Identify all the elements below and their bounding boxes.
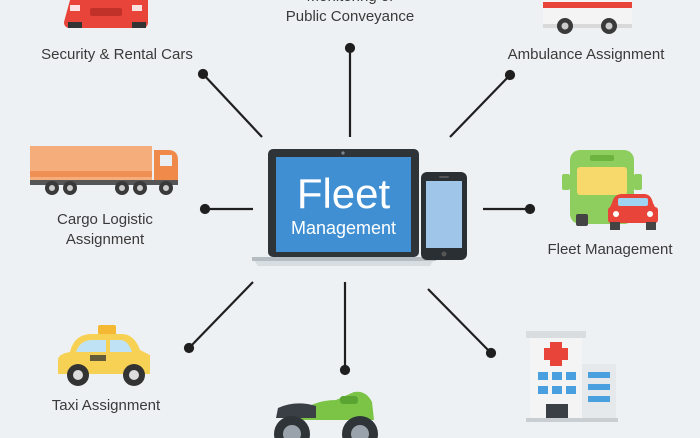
label-security-rental-cars: Security & Rental Cars: [41, 46, 193, 63]
connector-dot-top-left: [197, 68, 209, 80]
connector-top-right: [449, 74, 511, 138]
connectors: [183, 42, 536, 376]
connector-dot-bottom-left: [183, 342, 195, 354]
smartphone-icon: [421, 172, 467, 260]
taxi-icon: [58, 325, 150, 386]
label-fleet-management: Fleet Management: [547, 241, 673, 258]
connector-dot-bottom: [339, 364, 351, 376]
connector-bottom-right: [427, 288, 492, 354]
center-title-line1: Fleet: [297, 170, 391, 217]
motorcycle-icon: [274, 391, 378, 438]
center-title-line2: Management: [291, 218, 396, 238]
cargo-truck-icon: [30, 146, 178, 195]
connector-dot-bottom-right: [485, 347, 497, 359]
connector-top-left: [202, 73, 263, 138]
label-cargo-logistic: Cargo Logistic Assignment: [57, 211, 153, 248]
red-car-icon: [64, 0, 148, 28]
fleet-bus-car-icon: [562, 150, 658, 230]
laptop-icon: Fleet Management: [252, 149, 436, 266]
ambulance-icon: [543, 0, 632, 34]
hospital-icon: [526, 331, 618, 422]
connector-bottom-left: [188, 281, 254, 349]
label-taxi-assignment: Taxi Assignment: [51, 397, 161, 414]
connector-dot-top: [344, 42, 356, 54]
connector-dot-left: [199, 203, 211, 215]
label-public-conveyance: Monitoring of Public Conveyance: [285, 0, 415, 25]
connector-dot-top-right: [504, 69, 516, 81]
connector-dot-right: [524, 203, 536, 215]
label-ambulance-assignment: Ambulance Assignment: [507, 46, 665, 63]
